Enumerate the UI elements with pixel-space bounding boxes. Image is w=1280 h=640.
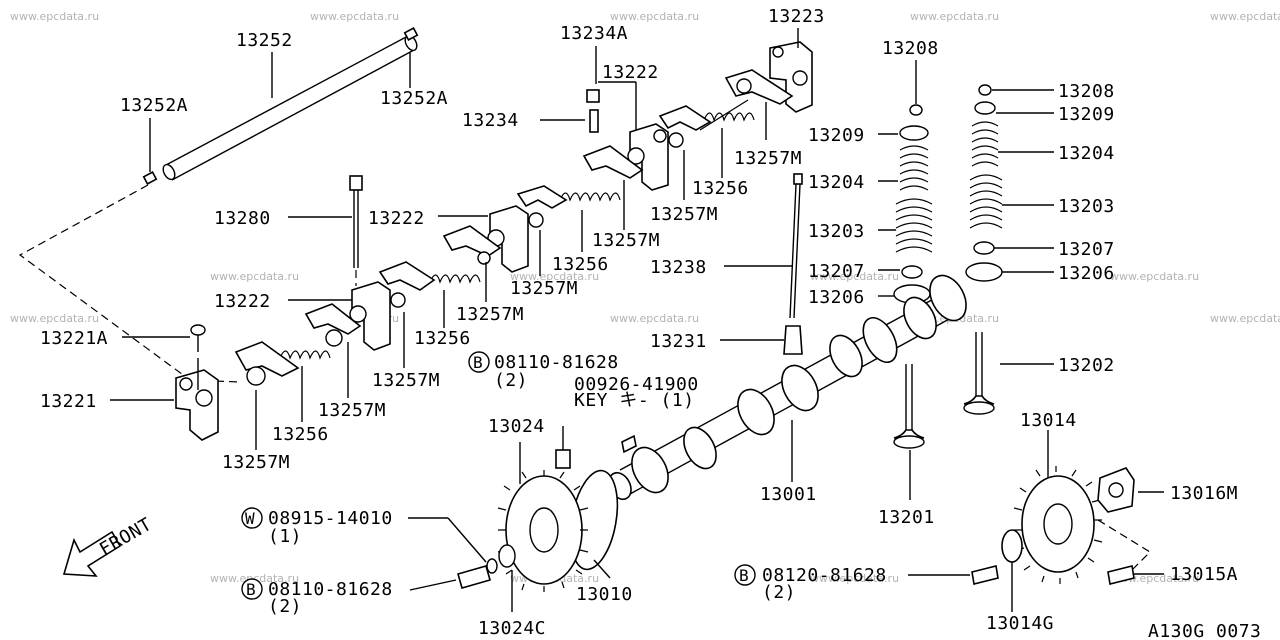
label-bolt-part-2: 08110-81628: [268, 579, 393, 600]
label-washer-part: 08915-14010: [268, 508, 393, 529]
label-13010: 13010: [576, 584, 633, 605]
watermark: www.epcdata.ru: [510, 270, 599, 283]
callout-b-letter: B: [739, 566, 750, 585]
label-13201: 13201: [878, 507, 935, 528]
leader-lines-valve-right: [909, 89, 1054, 500]
label-13257m-4: 13257M: [510, 278, 578, 299]
label-key-part: 00926-41900: [574, 374, 699, 395]
watermark: www.epcdata.ru: [610, 312, 699, 325]
label-13014: 13014: [1020, 410, 1077, 431]
callout-w-letter: W: [245, 509, 256, 528]
rocker-assembly: [175, 41, 813, 441]
label-bolt-part-1: 08110-81628: [494, 352, 619, 373]
callout-b-letter: B: [473, 353, 484, 372]
label-13257m-8: 13257M: [222, 452, 290, 473]
label-13204-right: 13204: [1058, 143, 1115, 164]
label-bolt-part-3: 08120-81628: [762, 565, 887, 586]
label-13208-right: 13208: [1058, 81, 1115, 102]
label-13257m-7: 13257M: [318, 400, 386, 421]
watermark: www.epcdata.ru: [610, 10, 699, 23]
label-13257m-6: 13257M: [372, 370, 440, 391]
label-13221a: 13221A: [40, 328, 108, 349]
callout-b-letter: B: [246, 580, 257, 599]
label-13257m-3: 13257M: [592, 230, 660, 251]
label-bolt-qty-3: (2): [762, 582, 796, 603]
label-13207-right: 13207: [1058, 239, 1115, 260]
rocker-shaft: [142, 27, 419, 185]
watermark: www.epcdata.ru: [1210, 312, 1280, 325]
callout-b-circle: [241, 578, 263, 600]
label-13206-left: 13206: [808, 287, 865, 308]
label-13204-left: 13204: [808, 172, 865, 193]
label-13280: 13280: [214, 208, 271, 229]
watermark: www.epcdata.ru: [210, 270, 299, 283]
label-13202: 13202: [1058, 355, 1115, 376]
label-13257m-2: 13257M: [650, 204, 718, 225]
watermark: www.epcdata.ru: [810, 572, 899, 585]
label-13014g: 13014G: [986, 613, 1054, 634]
label-13024c: 13024C: [478, 618, 546, 639]
watermark: www.epcdata.ru: [910, 10, 999, 23]
idler-gear: [971, 466, 1135, 585]
label-13231: 13231: [650, 331, 707, 352]
part-labels: 13252 13252A 13252A 13234A 13234 13222 1…: [40, 6, 1261, 640]
label-13206-right: 13206: [1058, 263, 1115, 284]
cam-gear: [457, 426, 619, 592]
label-13256-1: 13256: [692, 178, 749, 199]
callout-w-circle: [241, 507, 263, 529]
label-front: FRONT: [96, 514, 156, 561]
label-13252a-right: 13252A: [380, 88, 448, 109]
label-13222-top: 13222: [602, 62, 659, 83]
label-13207-left: 13207: [808, 261, 865, 282]
label-13234: 13234: [462, 110, 519, 131]
label-13203-left: 13203: [808, 221, 865, 242]
callout-b-circle: [734, 564, 756, 586]
valve-train-right: [893, 84, 1003, 449]
label-13001: 13001: [760, 484, 817, 505]
label-13238: 13238: [650, 257, 707, 278]
watermark: www.epcdata.ru: [10, 10, 99, 23]
label-key-desc: KEY キ- (1): [574, 390, 695, 411]
diagram-code: A130G 0073: [1148, 621, 1261, 640]
watermark: www.epcdata.ru: [1210, 10, 1280, 23]
label-13209-left: 13209: [808, 125, 865, 146]
watermark: www.epcdata.ru: [310, 10, 399, 23]
label-13222-low: 13222: [214, 291, 271, 312]
leader-lines-idler: [908, 430, 1164, 612]
label-13016m: 13016M: [1170, 483, 1238, 504]
label-13209-right: 13209: [1058, 104, 1115, 125]
label-13223: 13223: [768, 6, 825, 27]
label-13257m-5: 13257M: [456, 304, 524, 325]
leader-lines-gear: [408, 442, 611, 612]
callout-b-circle: [468, 351, 490, 373]
label-13257m-1: 13257M: [734, 148, 802, 169]
label-13256-3: 13256: [414, 328, 471, 349]
label-bolt-qty-2: (2): [268, 596, 302, 617]
label-13208-top: 13208: [882, 38, 939, 59]
label-washer-qty: (1): [268, 526, 302, 547]
leader-lines: [110, 28, 799, 450]
label-13256-2: 13256: [552, 254, 609, 275]
leader-lines-valve-left: [720, 60, 917, 341]
label-13222-mid: 13222: [368, 208, 425, 229]
label-13221: 13221: [40, 391, 97, 412]
label-bolt-qty-1: (2): [494, 370, 528, 391]
watermark: www.epcdata.ru: [810, 270, 899, 283]
label-13256-4: 13256: [272, 424, 329, 445]
watermark: www.epcdata.ru: [10, 312, 99, 325]
front-arrow-icon: [62, 530, 122, 577]
label-13203-right: 13203: [1058, 196, 1115, 217]
label-13252a-left: 13252A: [120, 95, 188, 116]
label-13234a: 13234A: [560, 23, 628, 44]
label-13024: 13024: [488, 416, 545, 437]
watermark: www.epcdata.ru: [1110, 270, 1199, 283]
label-13252: 13252: [236, 30, 293, 51]
watermark: www.epcdata.ru: [210, 572, 299, 585]
label-13015a: 13015A: [1170, 564, 1238, 585]
camshaft: [608, 274, 967, 501]
